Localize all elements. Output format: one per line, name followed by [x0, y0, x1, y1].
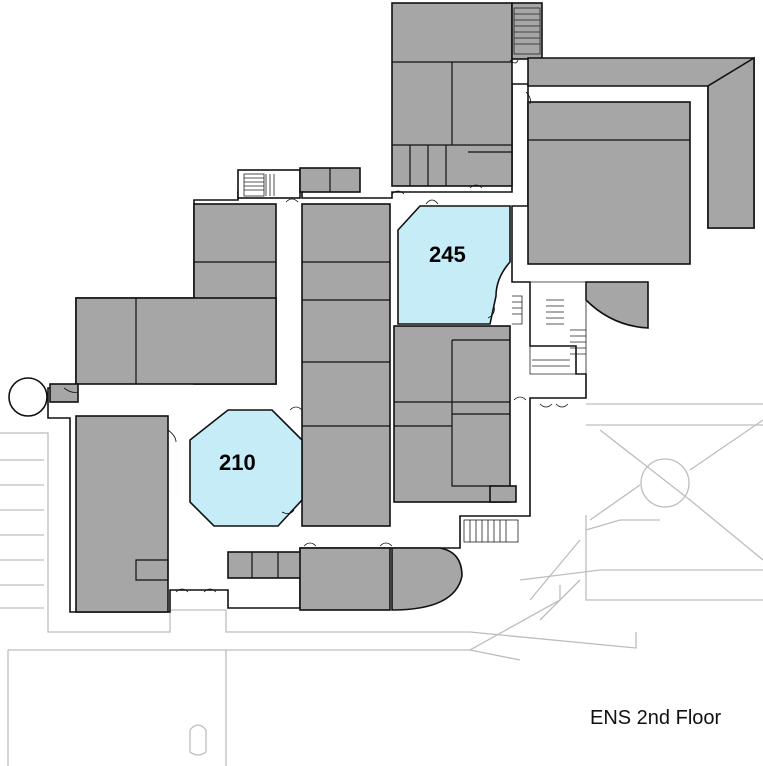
site-outline: [0, 403, 763, 766]
room-west-large: [75, 297, 277, 385]
room-245[interactable]: [397, 205, 511, 325]
room-central-column: [301, 203, 391, 527]
room-south-curved: [391, 547, 463, 611]
doors: [63, 59, 569, 593]
room-210-label: 210: [219, 450, 256, 475]
room-west-tiny: [49, 383, 79, 403]
stair-north: [511, 2, 543, 60]
floor-title: ENS 2nd Floor: [590, 707, 722, 729]
rooms: [49, 2, 755, 613]
round-room-west: [8, 377, 48, 417]
room-south: [299, 547, 391, 611]
highlighted-rooms: [189, 205, 511, 527]
stairs: [243, 7, 587, 543]
room-east-curved: [585, 281, 649, 329]
room-245-label: 245: [429, 242, 466, 267]
room-east-large: [527, 101, 691, 265]
room-210[interactable]: [189, 409, 303, 527]
room-south-small: [227, 551, 303, 579]
room-southwest: [75, 415, 169, 613]
